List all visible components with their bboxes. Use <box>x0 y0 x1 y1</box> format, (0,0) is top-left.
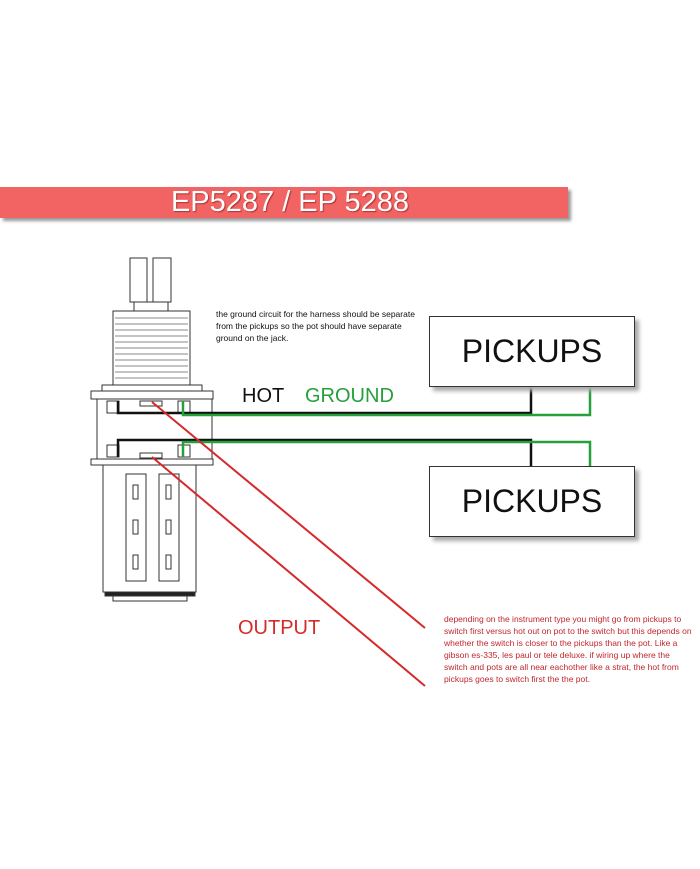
pot-shaft-right <box>152 257 172 303</box>
title: EP5287 / EP 5288 <box>170 186 410 218</box>
ground-wires <box>181 386 592 466</box>
output-wires <box>151 401 426 687</box>
hot-label: HOT <box>242 385 285 407</box>
pickups-box-1: PICKUPS <box>429 316 635 387</box>
pickups-label: PICKUPS <box>461 333 603 369</box>
output-label: OUTPUT <box>238 617 321 639</box>
hot-wires <box>116 386 533 466</box>
switch-body <box>102 464 197 593</box>
title-banner: EP5287 / EP 5288 <box>0 187 568 218</box>
pot-shaft-left <box>129 257 148 303</box>
pickups-label: PICKUPS <box>461 483 603 519</box>
ground-note: the ground circuit for the harness shoul… <box>216 309 415 343</box>
push-pull-pot <box>90 257 214 602</box>
ground-label: GROUND <box>305 385 394 407</box>
switch-note: depending on the instrument type you mig… <box>444 614 692 684</box>
pickups-box-2: PICKUPS <box>429 466 635 537</box>
